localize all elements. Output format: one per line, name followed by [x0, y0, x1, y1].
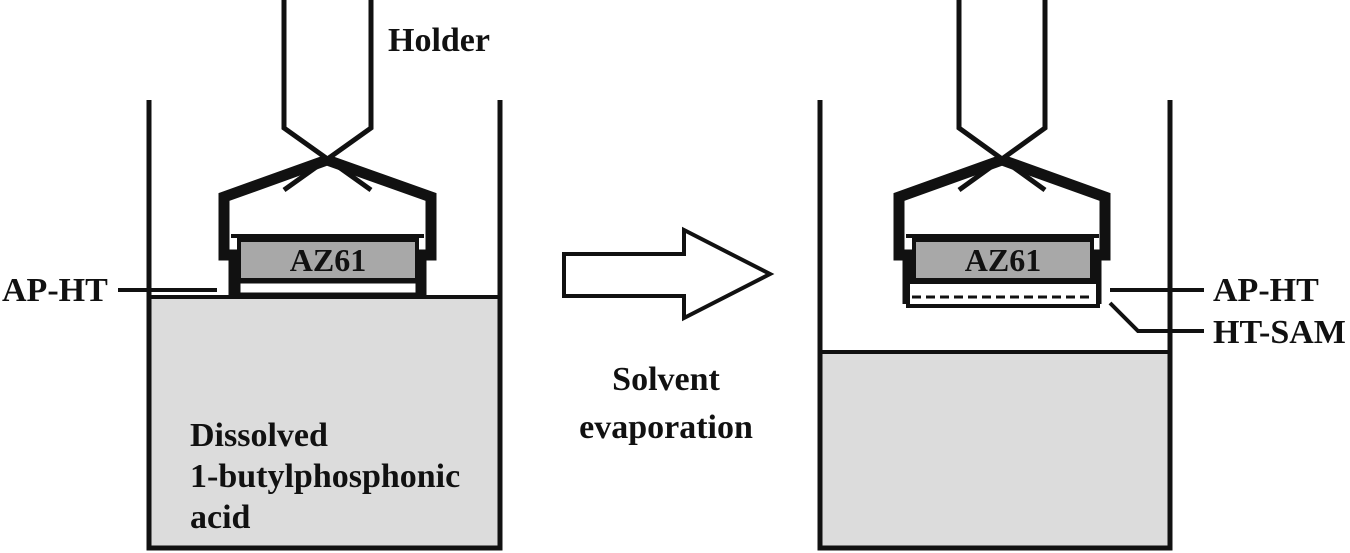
right-coating-layer	[906, 280, 1100, 308]
right-sam-leader	[1108, 301, 1204, 333]
process-label-line1: Solvent	[612, 361, 720, 398]
right-coating-label: AP-HT	[1213, 272, 1319, 309]
holder-label: Holder	[388, 22, 490, 59]
right-setup: AZ61	[817, 0, 1204, 551]
process-label-line2: evaporation	[579, 409, 753, 446]
solution-label-line1: Dissolved	[190, 417, 328, 454]
left-substrate-label: AZ61	[290, 242, 366, 278]
process-arrow	[562, 226, 775, 322]
left-substrate	[237, 238, 419, 282]
right-substrate-label: AZ61	[965, 242, 1041, 278]
left-beaker	[146, 100, 503, 551]
solution-label-line2: 1-butylphosphonic	[190, 458, 460, 495]
right-holder-clamp	[893, 154, 1111, 304]
right-liquid	[820, 352, 1170, 548]
left-coating-layer	[237, 280, 419, 296]
left-coating-label: AP-HT	[2, 272, 108, 309]
left-holder-clamp	[218, 154, 437, 297]
left-liquid	[149, 297, 500, 548]
right-beaker	[817, 100, 1173, 551]
left-setup: AZ61	[118, 0, 503, 551]
solution-label-line3: acid	[190, 499, 251, 536]
sam-label: HT-SAM	[1213, 314, 1346, 351]
